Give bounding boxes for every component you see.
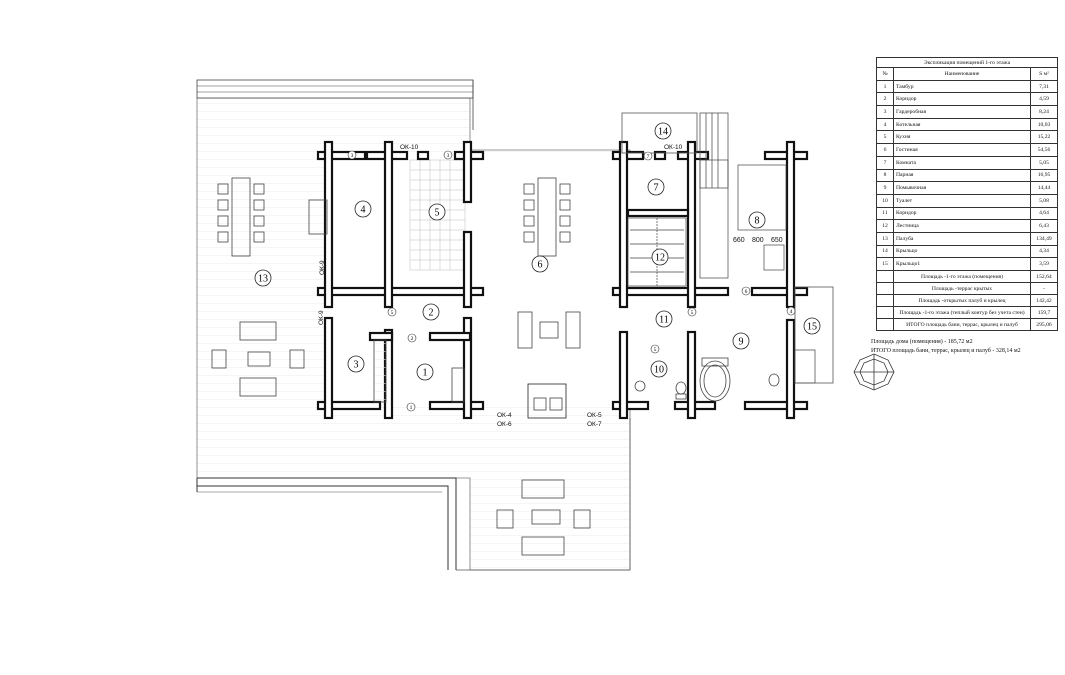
- door-marks: 1 2 3 3 5 5 6 4 5 7: [347, 150, 796, 412]
- room-number: 4: [361, 205, 366, 216]
- door-mark: 5: [654, 347, 657, 353]
- room-number: 11: [659, 315, 669, 326]
- room-14-label: 14: [654, 122, 672, 140]
- door-mark: 1: [410, 405, 413, 411]
- room-number: 14: [658, 127, 668, 138]
- sauna-benches: [699, 159, 787, 279]
- door-mark: 3: [351, 153, 354, 159]
- col-header: S м²: [1030, 67, 1058, 81]
- window-label: ОК-6: [497, 421, 512, 428]
- furniture: [211, 177, 780, 556]
- room-5-label: 5: [428, 203, 446, 221]
- room-number: 15: [807, 322, 817, 333]
- gazebo-icon: [853, 353, 895, 391]
- dimension: 650: [771, 237, 783, 244]
- window-label: ОК-4: [497, 412, 512, 419]
- room-10-label: 10: [650, 360, 668, 378]
- area-totals: Площадь дома (помещения) - 185,72 м2 ИТО…: [871, 338, 1021, 356]
- room-number: 1: [423, 368, 428, 379]
- summary-row: ИТОГО площадь бани, террас, крылец и пал…: [876, 318, 1058, 331]
- summary-row: Площадь -1-го этажа (помещения)152,64: [876, 270, 1058, 283]
- door-mark: 7: [647, 154, 650, 160]
- table-title: Экспликация помещений 1-го этажа: [876, 57, 1058, 68]
- door-mark: 6: [745, 289, 748, 295]
- door-mark: 4: [790, 309, 793, 315]
- dimension: 660: [733, 237, 745, 244]
- room-number: 6: [538, 260, 543, 271]
- room-1-label: 1: [416, 363, 434, 381]
- room-number: 5: [435, 208, 440, 219]
- window-label: ОК-9: [319, 260, 326, 275]
- door-mark: 2: [411, 336, 414, 342]
- summary-row: Площадь -1-го этажа (теплый контур без у…: [876, 306, 1058, 319]
- room-6-label: 6: [531, 255, 549, 273]
- room-number: 9: [739, 337, 744, 348]
- window-label: ОК-5: [587, 412, 602, 419]
- window-labels: ОК-10 ОК-10 ОК-9 ОК-9 ОК-4 ОК-6 ОК-5 ОК-…: [318, 144, 683, 428]
- room-number: 7: [654, 183, 659, 194]
- window-label: ОК-10: [664, 144, 683, 151]
- room-9-label: 9: [732, 332, 750, 350]
- room-8-label: 8: [748, 211, 766, 229]
- table-header-row: № Наименование S м²: [876, 67, 1058, 81]
- porches: [621, 112, 834, 384]
- room-number: 13: [258, 274, 268, 285]
- room-schedule-table: Экспликация помещений 1-го этажа № Наиме…: [876, 57, 1058, 331]
- room-number: 10: [654, 365, 664, 376]
- room-3-label: 3: [347, 355, 365, 373]
- window-label: ОК-9: [318, 310, 325, 325]
- room-12-label: 12: [651, 248, 669, 266]
- room-number: 12: [655, 253, 665, 264]
- house-area-line: Площадь дома (помещения) - 185,72 м2: [871, 339, 973, 345]
- dimension: 800: [752, 237, 764, 244]
- room-number: 2: [429, 308, 434, 319]
- door-mark: 5: [691, 310, 694, 316]
- door-mark: 5: [391, 310, 394, 316]
- room-13-label: 13: [254, 269, 272, 287]
- interior-floors: [330, 155, 795, 405]
- room-15-label: 15: [803, 317, 821, 335]
- room-2-label: 2: [422, 303, 440, 321]
- room-number: 8: [755, 216, 760, 227]
- dimension-labels: 660 800 650: [733, 237, 783, 244]
- col-header: №: [876, 67, 894, 81]
- door-mark: 3: [447, 153, 450, 159]
- total-area-line: ИТОГО площадь бани, террас, крылец и пал…: [871, 348, 1021, 354]
- room-number: 3: [354, 360, 359, 371]
- window-label: ОК-7: [587, 421, 602, 428]
- room-labels: 1 2 3 4 5 6 7 8 9 10 11 12 13 14 15: [254, 122, 821, 381]
- room-4-label: 4: [354, 200, 372, 218]
- summary-row: Площадь -террас крытых-: [876, 282, 1058, 295]
- col-header: Наименование: [893, 67, 1031, 81]
- room-11-label: 11: [655, 310, 673, 328]
- window-label: ОК-10: [400, 144, 419, 151]
- log-walls: [316, 140, 809, 420]
- room-7-label: 7: [647, 178, 665, 196]
